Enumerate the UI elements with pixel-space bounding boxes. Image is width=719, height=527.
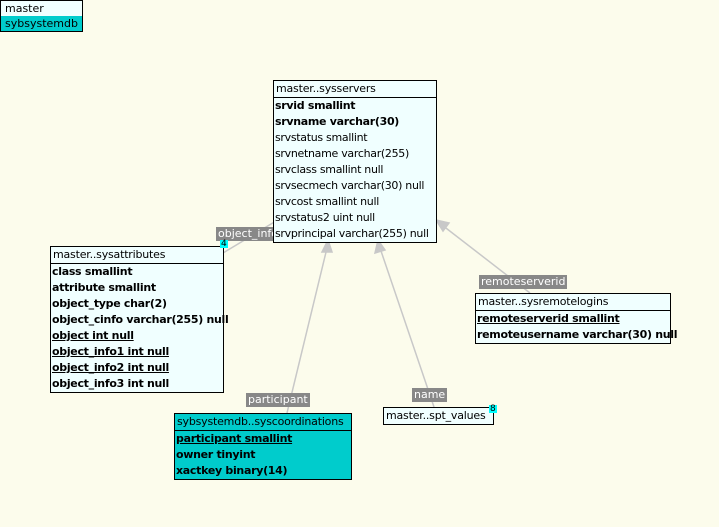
column: srvnetname varchar(255)	[275, 147, 410, 160]
arrow-head-icon	[320, 238, 334, 253]
table-title: master..sysattributes	[51, 247, 223, 264]
schema-legend: master sybsystemdb	[0, 0, 83, 32]
table-sysremotelogins[interactable]: master..sysremotelogins remoteserverid s…	[475, 293, 678, 344]
column: srvname varchar(30)	[275, 115, 400, 128]
legend-sybsystemdb: sybsystemdb	[1, 16, 82, 31]
column: object_info1 int null	[52, 345, 169, 358]
relation-label-remoteserverid[interactable]: remoteserverid	[479, 275, 568, 289]
table-title: master..sysremotelogins	[476, 294, 670, 311]
column: remoteusername varchar(30) null	[477, 328, 678, 341]
count-badge: 4	[220, 239, 228, 249]
relation-label-name[interactable]: name	[412, 388, 448, 402]
relation-label-participant[interactable]: participant	[246, 393, 310, 407]
column: srvcost smallint null	[275, 195, 379, 208]
table-sysservers[interactable]: master..sysservers srvid smallint srvnam…	[273, 80, 437, 243]
table-title: sybsystemdb..syscoordinations	[175, 414, 351, 431]
column: srvid smallint	[275, 99, 356, 112]
table-title: master..sysservers	[274, 81, 436, 98]
column: srvclass smallint null	[275, 163, 384, 176]
relation-label-object-info[interactable]: object_info	[216, 227, 281, 241]
column: xactkey binary(14)	[176, 464, 288, 477]
column: remoteserverid smallint	[477, 312, 620, 325]
table-title: master..spt_values	[386, 409, 486, 422]
relation-line-name	[379, 247, 435, 408]
table-spt-values[interactable]: master..spt_values	[383, 407, 494, 425]
column: object_cinfo varchar(255) null	[52, 313, 229, 326]
column: srvstatus2 uint null	[275, 211, 375, 224]
column: object_info3 int null	[52, 377, 169, 390]
relation-line-participant	[286, 247, 328, 414]
column: object_type char(2)	[52, 297, 167, 310]
arrow-head-icon	[434, 218, 451, 233]
column: participant smallint	[176, 432, 293, 445]
table-sysattributes[interactable]: master..sysattributes class smallint att…	[50, 246, 229, 393]
column: attribute smallint	[52, 281, 156, 294]
legend-master: master	[1, 1, 82, 16]
column: class smallint	[52, 265, 133, 278]
column: owner tinyint	[176, 448, 256, 461]
column: srvsecmech varchar(30) null	[275, 179, 425, 192]
table-syscoordinations[interactable]: sybsystemdb..syscoordinations participan…	[174, 413, 352, 480]
count-badge: 8	[489, 404, 497, 414]
column: srvstatus smallint	[275, 131, 368, 144]
column: srvprincipal varchar(255) null	[275, 227, 429, 240]
column: object int null	[52, 329, 134, 342]
column: object_info2 int null	[52, 361, 169, 374]
arrow-head-icon	[373, 238, 387, 255]
